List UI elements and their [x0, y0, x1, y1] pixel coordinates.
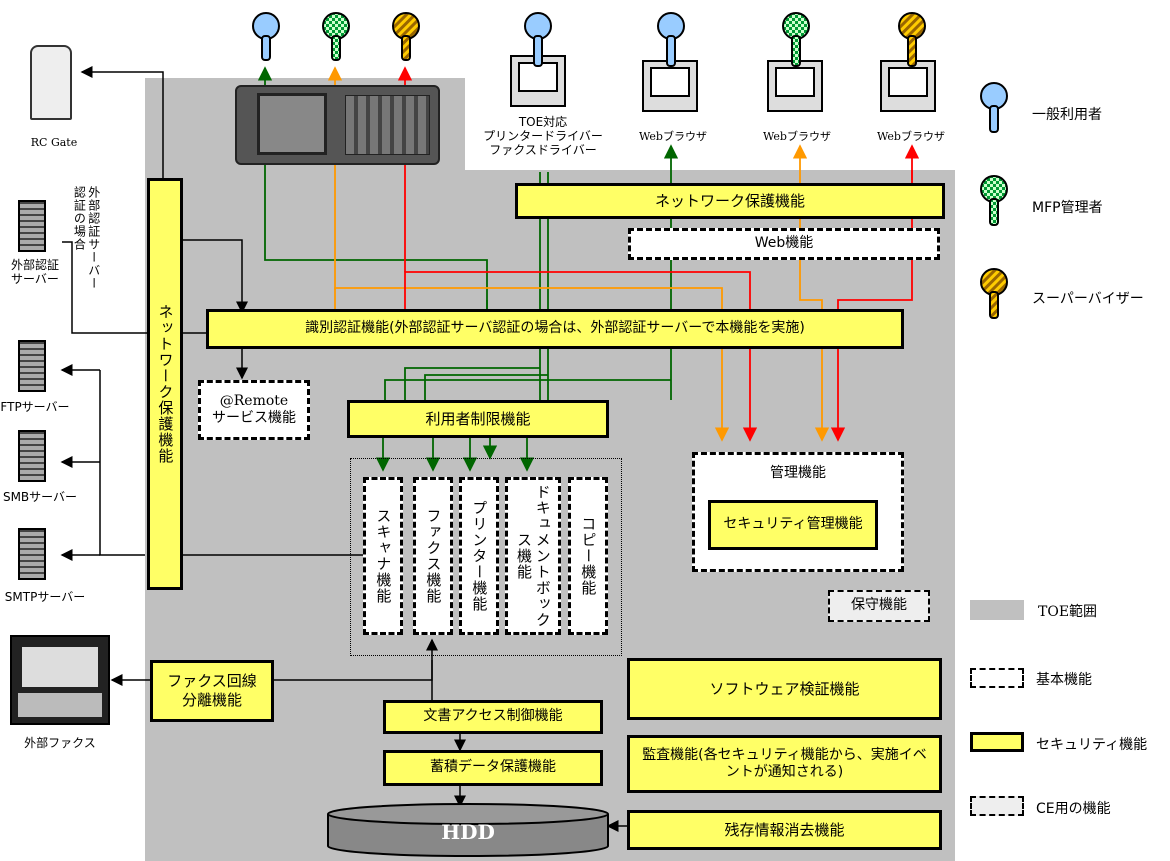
legend-toe-label: TOE範囲	[1038, 604, 1098, 620]
legend-basic-swatch	[970, 668, 1024, 688]
user-limit-function: 利用者制限機能	[347, 400, 609, 438]
legend-security-label: セキュリティ機能	[1036, 737, 1148, 753]
rc-gate-label: RC Gate	[30, 136, 78, 149]
browser-1-user-key-icon	[657, 12, 685, 67]
legend-security-swatch	[970, 732, 1024, 752]
auth-server-icon	[18, 200, 46, 252]
legend-toe-swatch	[970, 600, 1024, 620]
hdd-label: HDD	[441, 820, 495, 844]
basic-functions-group	[350, 458, 622, 656]
scanner-function: スキャナ機能	[363, 477, 403, 635]
external-fax-label: 外部ファクス	[24, 736, 96, 750]
browser-2-admin-key-icon	[782, 12, 810, 67]
security-admin-function: セキュリティ管理機能	[708, 500, 878, 550]
hdd-icon	[327, 803, 609, 857]
toe-driver-user-key-icon	[524, 12, 552, 67]
copy-function: コピー機能	[568, 477, 608, 635]
audit-function: 監査機能(各セキュリティ機能から、実施イベントが通知される)	[627, 735, 942, 793]
ftp-server-label: FTPサーバー	[0, 400, 70, 414]
legend-mfp-admin: MFP管理者	[1032, 200, 1103, 216]
browser-3-supervisor-key-icon	[898, 12, 926, 67]
printer-function: プリンター機能	[459, 477, 499, 635]
residual-erase: 残存情報消去機能	[627, 810, 942, 850]
legend-basic-label: 基本機能	[1036, 672, 1092, 688]
admin-function-label: 管理機能	[770, 465, 826, 481]
smtp-server-icon	[18, 528, 46, 580]
browser-pc-1-icon	[642, 60, 698, 112]
legend-admin-key-icon	[980, 175, 1008, 226]
browser-1-label: Webブラウザ	[639, 130, 707, 143]
fax-line-separation: ファクス回線 分離機能	[150, 660, 274, 722]
rc-gate-icon	[30, 45, 72, 120]
remote-service: @Remote サービス機能	[198, 380, 310, 440]
toe-driver-label: TOE対応 プリンタードライバー ファクスドライバー	[483, 115, 603, 157]
ftp-server-icon	[18, 340, 46, 392]
legend-general-key-icon	[980, 82, 1008, 133]
doc-access-control: 文書アクセス制御機能	[383, 700, 603, 734]
software-verify: ソフトウェア検証機能	[627, 658, 942, 720]
line-servers-bus	[99, 370, 145, 556]
legend-supervisor: スーパーバイザー	[1032, 291, 1144, 307]
supervisor-key-icon	[392, 12, 420, 61]
browser-2-label: Webブラウザ	[763, 130, 831, 143]
docbox-function: ドキュメントボックス機能	[505, 477, 561, 635]
legend-ce-label: CE用の機能	[1036, 801, 1111, 817]
fax-function: ファクス機能	[413, 477, 453, 635]
general-user-key-icon	[252, 12, 280, 61]
smb-server-icon	[18, 430, 46, 482]
legend-supervisor-key-icon	[980, 268, 1008, 319]
browser-3-label: Webブラウザ	[877, 130, 945, 143]
smtp-server-label: SMTPサーバー	[4, 590, 86, 604]
browser-pc-3-icon	[880, 60, 936, 112]
web-function: Web機能	[628, 228, 940, 260]
network-protect-side: ネットワーク保護機能	[147, 178, 183, 590]
storage-protect: 蓄積データ保護機能	[383, 750, 603, 786]
auth-function: 識別認証機能(外部認証サーバ認証の場合は、外部認証サーバーで本機能を実施)	[206, 309, 904, 349]
browser-pc-2-icon	[767, 60, 823, 112]
legend-general-user: 一般利用者	[1032, 107, 1102, 123]
external-fax-icon	[10, 635, 110, 725]
mfp-admin-key-icon	[322, 12, 350, 61]
auth-server-note: 外部認証サーバー 認証の場合	[72, 186, 101, 290]
smb-server-label: SMBサーバー	[2, 490, 78, 504]
legend-ce-swatch	[970, 796, 1024, 816]
maintenance-function: 保守機能	[828, 590, 930, 622]
operation-panel-icon	[235, 85, 440, 165]
network-protect-top: ネットワーク保護機能	[515, 183, 945, 219]
auth-server-label: 外部認証 サーバー	[10, 258, 59, 287]
